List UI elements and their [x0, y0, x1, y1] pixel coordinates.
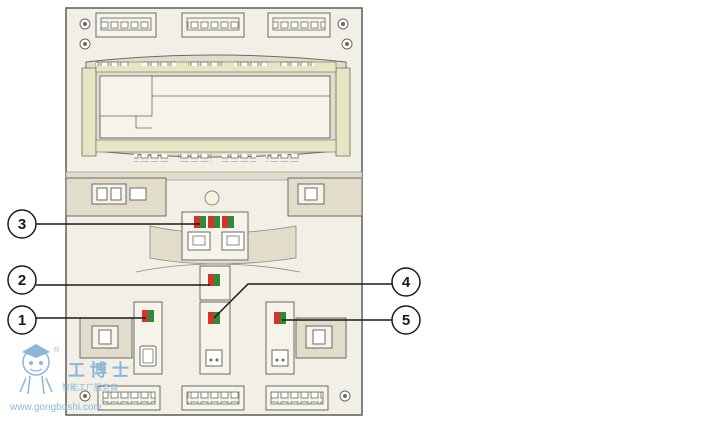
screw-bottom-left: [79, 390, 91, 402]
callout-4-label: 4: [402, 274, 411, 291]
callout-2: 2: [7, 265, 210, 295]
watermark-url: www.gongboshi.com: [9, 402, 102, 413]
screw-top-right: [337, 18, 349, 30]
bottom-terminal-block-middle: [181, 385, 245, 411]
display-pins-bottom: [134, 154, 300, 162]
right-connector-module: [287, 177, 363, 217]
screw-upper-right: [341, 38, 353, 50]
top-terminal-block-right: [267, 12, 331, 38]
watermark-subtitle: 智能工厂服务商: [62, 382, 118, 392]
callout-4: 4: [213, 267, 421, 319]
watermark-registered: ®: [54, 346, 60, 354]
lower-right-connector: [295, 317, 347, 359]
callout-5-label: 5: [402, 312, 410, 329]
top-terminal-block-middle: [181, 12, 245, 38]
display-screen: [99, 75, 331, 139]
output-module-left: [133, 301, 163, 375]
lower-left-connector: [79, 317, 133, 359]
display-pins-top: [96, 60, 314, 66]
output-module-right: [265, 301, 295, 375]
screw-top-left: [79, 18, 91, 30]
mascot-icon: [19, 344, 53, 395]
callout-5: 5: [282, 305, 421, 335]
callout-3: 3: [7, 209, 200, 239]
callout-2-label: 2: [18, 272, 26, 289]
watermark: ® 工博士 智能工厂服务商 www.gongboshi.com: [9, 344, 134, 413]
output-module-center: [199, 301, 231, 375]
screw-upper-left: [79, 38, 91, 50]
left-connector-module: [65, 177, 167, 217]
center-led-module-2: [199, 265, 231, 301]
screw-bottom-right: [339, 390, 351, 402]
top-terminal-block-left: [95, 12, 157, 38]
bottom-terminal-block-left: [97, 385, 161, 411]
status-lamp: [204, 190, 220, 206]
callout-3-label: 3: [18, 216, 26, 233]
watermark-name: 工博士: [68, 360, 134, 381]
callout-1: 1: [7, 305, 146, 335]
callout-1-label: 1: [18, 312, 26, 329]
rj-port-left: [187, 231, 211, 251]
bottom-terminal-block-right: [265, 385, 329, 411]
device-housing: [65, 7, 363, 416]
rj-port-right: [221, 231, 245, 251]
